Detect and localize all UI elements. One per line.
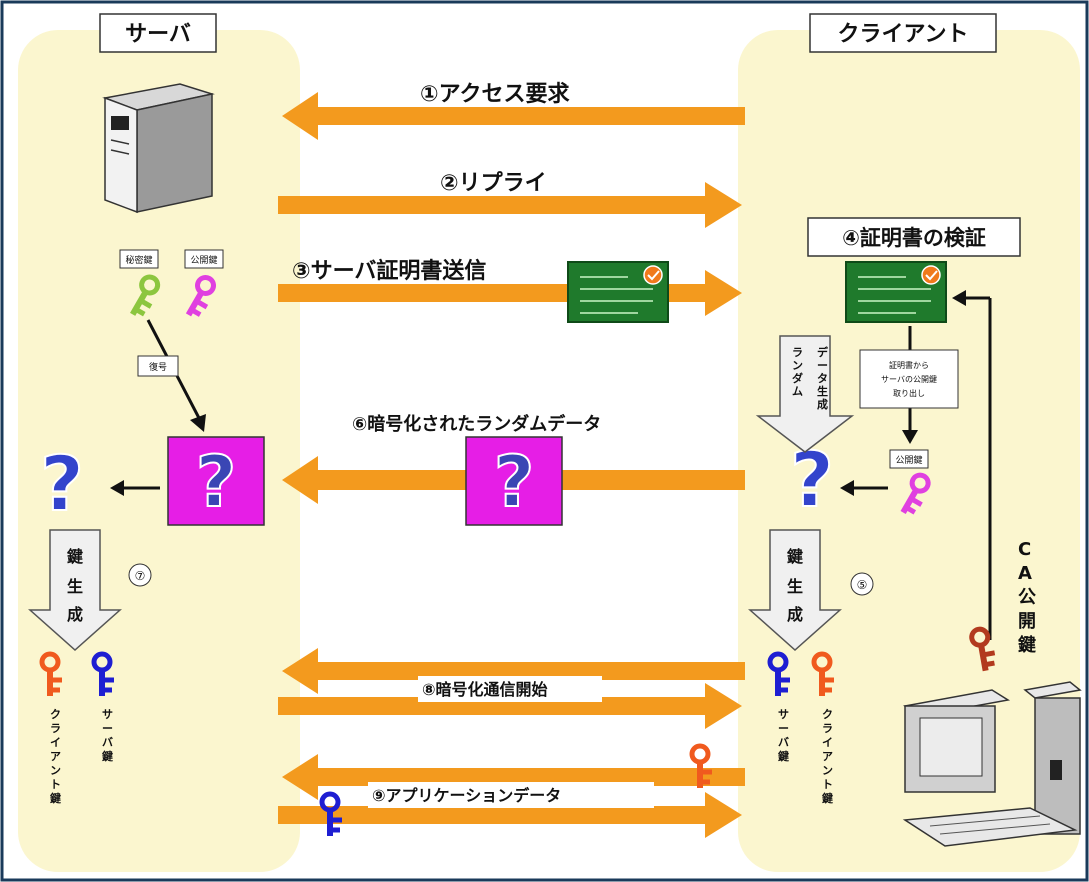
server-key-left-label: サーバ鍵 bbox=[102, 708, 113, 763]
question-mark-icon: ? bbox=[790, 435, 834, 524]
arrow-to-server-random bbox=[110, 480, 124, 496]
client-title: クライアント bbox=[837, 22, 968, 47]
svg-text:証明書から: 証明書から bbox=[889, 360, 929, 370]
question-mark-icon: ? bbox=[40, 439, 84, 528]
extract-tag: 証明書から サーバの公開鍵 取り出し bbox=[859, 349, 959, 409]
client-header: クライアント bbox=[809, 13, 997, 53]
keygen-server-3: 成 bbox=[67, 605, 83, 624]
server-tower-icon bbox=[102, 83, 215, 214]
label-encrypted-start: ⑧暗号化通信開始 bbox=[422, 680, 548, 699]
keygen-client-2: 生 bbox=[787, 577, 803, 596]
random-gen-arrow: ランダム データ生成 bbox=[755, 335, 855, 453]
arrow-server-cert bbox=[278, 270, 742, 316]
arrow-to-client-random bbox=[840, 480, 854, 496]
question-mark-icon: ? bbox=[494, 441, 535, 523]
arrow-encrypted-start-right bbox=[278, 683, 742, 729]
desktop-computer-icon bbox=[902, 681, 1082, 847]
arrow-reply bbox=[278, 182, 742, 228]
label-step7: ⑦ bbox=[135, 569, 146, 583]
key-gen-server: 鍵 生 成 bbox=[28, 529, 122, 652]
svg-text:秘密鍵: 秘密鍵 bbox=[125, 254, 152, 266]
key-gen-client: 鍵 生 成 bbox=[748, 529, 842, 652]
label-server-cert: ③サーバ証明書送信 bbox=[292, 258, 486, 284]
private-key-tag: 秘密鍵 bbox=[119, 249, 159, 269]
server-key-right-label: サーバ鍵 bbox=[778, 708, 789, 763]
certificate-icon bbox=[567, 261, 669, 323]
decrypt-tag: 復号 bbox=[137, 355, 179, 377]
client-key-left-label: クライアント鍵 bbox=[50, 708, 61, 805]
server-panel bbox=[18, 30, 300, 872]
encrypted-random-box: ? bbox=[465, 436, 563, 526]
random-gen-col2: データ生成 bbox=[817, 345, 829, 411]
certificate-icon bbox=[845, 261, 947, 323]
decrypted-random-box: ? bbox=[167, 436, 265, 526]
server-header: サーバ bbox=[99, 13, 217, 53]
ca-arrow-head bbox=[952, 290, 966, 306]
keygen-server-1: 鍵 bbox=[67, 547, 83, 566]
question-mark-icon: ? bbox=[196, 441, 237, 523]
verify-box: ④証明書の検証 bbox=[807, 217, 1021, 257]
svg-text:取り出し: 取り出し bbox=[893, 388, 925, 398]
keygen-client-3: 成 bbox=[787, 605, 803, 624]
svg-text:公開鍵: 公開鍵 bbox=[190, 254, 217, 266]
arrow-encrypted-start-left bbox=[282, 648, 745, 694]
random-gen-col1: ランダム bbox=[792, 346, 803, 398]
keygen-server-2: 生 bbox=[67, 577, 83, 596]
client-key-right-label: クライアント鍵 bbox=[822, 708, 833, 805]
public-key-tag: 公開鍵 bbox=[184, 249, 224, 269]
label-step5: ⑤ bbox=[857, 578, 868, 592]
arrow-access-request bbox=[282, 92, 745, 140]
svg-text:サーバの公開鍵: サーバの公開鍵 bbox=[881, 374, 937, 384]
keygen-client-1: 鍵 bbox=[787, 547, 803, 566]
server-title: サーバ bbox=[125, 22, 191, 47]
label-verify: ④証明書の検証 bbox=[842, 226, 986, 250]
client-public-key-tag: 公開鍵 bbox=[889, 449, 929, 469]
svg-text:公開鍵: 公開鍵 bbox=[895, 454, 922, 466]
label-access-request: ①アクセス要求 bbox=[420, 82, 570, 107]
label-app-data: ⑨アプリケーションデータ bbox=[372, 786, 561, 805]
label-reply: ②リプライ bbox=[440, 171, 547, 196]
arrow-app-data-left bbox=[282, 754, 745, 800]
svg-text:復号: 復号 bbox=[149, 361, 167, 373]
arrow-app-data-right bbox=[278, 792, 742, 838]
label-encrypted-random: ⑥暗号化されたランダムデータ bbox=[352, 413, 601, 435]
